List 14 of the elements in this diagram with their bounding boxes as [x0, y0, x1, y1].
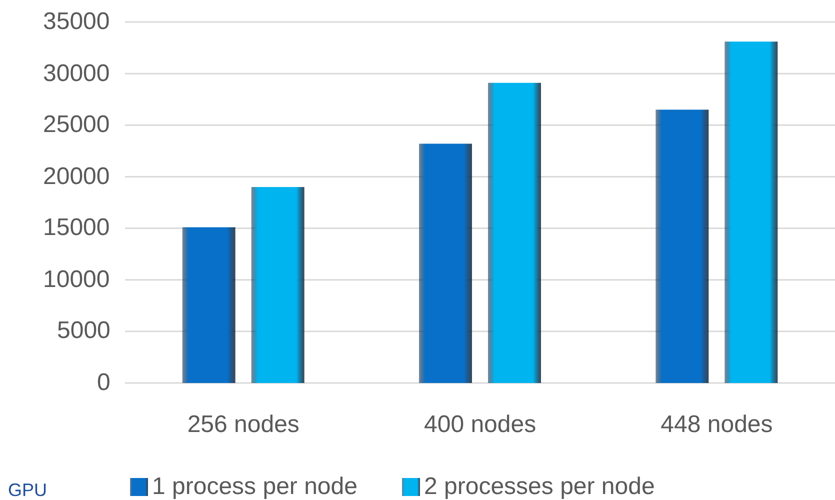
- axis-tick-label: 20000: [43, 164, 110, 189]
- axis-tick-label: 5000: [57, 319, 110, 344]
- axis-tick-label: 35000: [43, 10, 110, 34]
- axis-category-label: 256 nodes: [187, 413, 300, 437]
- axis-category-label: 400 nodes: [424, 413, 536, 437]
- axis-tick-label: 30000: [43, 62, 110, 86]
- axis-category-label: 448 nodes: [660, 413, 773, 437]
- axis-tick-label: 15000: [43, 216, 110, 240]
- axis-tick-label: 10000: [43, 268, 110, 292]
- corner-note: GPU: [8, 481, 48, 499]
- legend-label: 1 process per node: [152, 475, 358, 499]
- legend-label: 2 processes per node: [424, 475, 655, 499]
- axis-tick-label: 0: [97, 371, 110, 395]
- axis-tick-label: 25000: [43, 113, 110, 138]
